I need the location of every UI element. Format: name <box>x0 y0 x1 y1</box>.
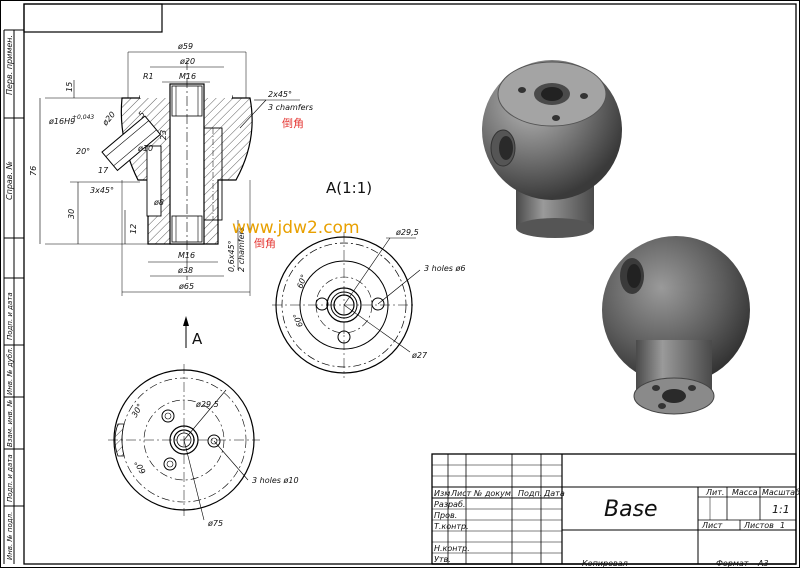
tb-data: Дата <box>543 489 565 498</box>
bottom-view: ø29,5 30° 60° 3 holes ø10 ø75 <box>108 364 299 528</box>
watermark-cn-1: 倒角 <box>282 117 304 130</box>
tb-utv: Утв. <box>434 555 451 564</box>
dim-d20: ø20 <box>179 57 195 66</box>
dim-17: 17 <box>98 166 109 175</box>
tb-listov-value: 1 <box>780 521 785 530</box>
tb-format: Формат <box>716 559 749 568</box>
view-a-d295: ø29,5 <box>395 228 419 237</box>
tb-listov: Листов <box>743 521 774 530</box>
render-top-iso <box>482 60 622 238</box>
sidebar-ref-no: Справ. № <box>5 161 14 200</box>
tb-nkontr: Н.контр. <box>434 544 470 553</box>
tb-list: Лист <box>450 489 472 498</box>
bottom-d75: ø75 <box>207 519 223 528</box>
dim-m16-bottom: M16 <box>178 251 195 260</box>
bottom-angle-30: 30° <box>130 402 145 419</box>
dim-2-chamfers: 2 chamfers <box>237 227 246 272</box>
tb-podp: Подп. <box>518 489 542 498</box>
bottom-angle-60: 60° <box>133 459 148 476</box>
top-left-box <box>23 3 163 33</box>
sidebar-inv-dubl: Инв. № дубл. <box>6 347 14 395</box>
sidebar-sign-date-2: Подп. и дата <box>6 454 14 502</box>
dim-15: 15 <box>65 82 74 92</box>
dim-30: 30 <box>67 209 76 219</box>
dim-r1: R1 <box>143 72 154 81</box>
tb-list2: Лист <box>701 521 723 530</box>
dim-angle-20: 20° <box>76 147 90 156</box>
view-a-angle-60-1: 60° <box>295 273 308 289</box>
bottom-holes: 3 holes ø10 <box>252 476 299 485</box>
dim-d20-side: ø20 <box>100 110 117 128</box>
dim-23: 23 <box>159 130 168 140</box>
dim-chamfer-06: 0,6x45° <box>227 240 236 272</box>
dim-d65: ø65 <box>178 282 194 291</box>
title-block: Изм Лист № докум. Подп. Дата Разраб. Про… <box>431 453 800 565</box>
dim-tolerance: +0,043 <box>72 114 94 121</box>
view-a-title: A(1:1) <box>326 179 372 197</box>
tb-scale-value: 1:1 <box>772 503 790 516</box>
section-view: ø59 ø20 R1 M16 15 ø16H9 +0,043 ø20 5 20°… <box>29 42 313 296</box>
arrow-a-label: A <box>192 330 203 348</box>
dim-12: 12 <box>129 224 138 234</box>
sidebar-ref-use: Перв. примен. <box>5 35 14 95</box>
watermark-cn-2: 倒角 <box>254 237 276 250</box>
dim-d59: ø59 <box>177 42 193 51</box>
watermark-url: www.jdw2.com <box>232 218 360 238</box>
tb-masshtab: Масштаб <box>762 488 800 497</box>
dim-chamfer-3x45: 3x45° <box>90 186 114 195</box>
dim-d38: ø38 <box>177 266 193 275</box>
dim-d16h9: ø16H9 <box>48 117 75 126</box>
dim-d8: ø8 <box>153 198 164 207</box>
dim-d10: ø10 <box>137 144 153 153</box>
dim-chamfer-2x45: 2x45° <box>268 90 292 99</box>
tb-tkontr: Т.контр. <box>434 522 469 531</box>
sidebar-sign-date-1: Подп. и дата <box>6 292 14 340</box>
dim-m16-top: M16 <box>179 72 196 81</box>
dim-76: 76 <box>29 166 38 176</box>
left-sidebar: Перв. примен. Справ. № Подп. и дата Инв.… <box>3 29 24 564</box>
tb-massa: Масса <box>732 488 758 497</box>
tb-part-name: Base <box>604 497 658 522</box>
view-arrow-a: A <box>183 316 203 348</box>
dim-3-chamfers: 3 chamfers <box>268 103 313 112</box>
bottom-d295: ø29,5 <box>195 400 219 409</box>
tb-izm: Изм <box>434 489 450 498</box>
tb-razrab: Разраб. <box>434 500 465 509</box>
tb-prov: Пров. <box>434 511 457 520</box>
view-a: A(1:1) ø29,5 3 holes ø6 60° 60° ø27 <box>272 179 465 378</box>
sidebar-vzam-inv: Взам. инв. № <box>6 399 14 447</box>
sidebar-inv-podl: Инв. № подл. <box>6 512 14 560</box>
tb-format-value: A3 <box>757 559 769 568</box>
tb-lit: Лит. <box>705 488 724 497</box>
tb-no-dok: № докум. <box>473 489 513 498</box>
view-a-angle-60-2: 60° <box>292 312 305 328</box>
dim-5: 5 <box>137 110 147 120</box>
render-bottom-iso <box>602 236 750 415</box>
tb-kopiroval: Копировал <box>582 559 628 568</box>
view-a-d27: ø27 <box>411 351 428 360</box>
view-a-holes: 3 holes ø6 <box>424 264 465 273</box>
inner-frame <box>23 3 797 565</box>
